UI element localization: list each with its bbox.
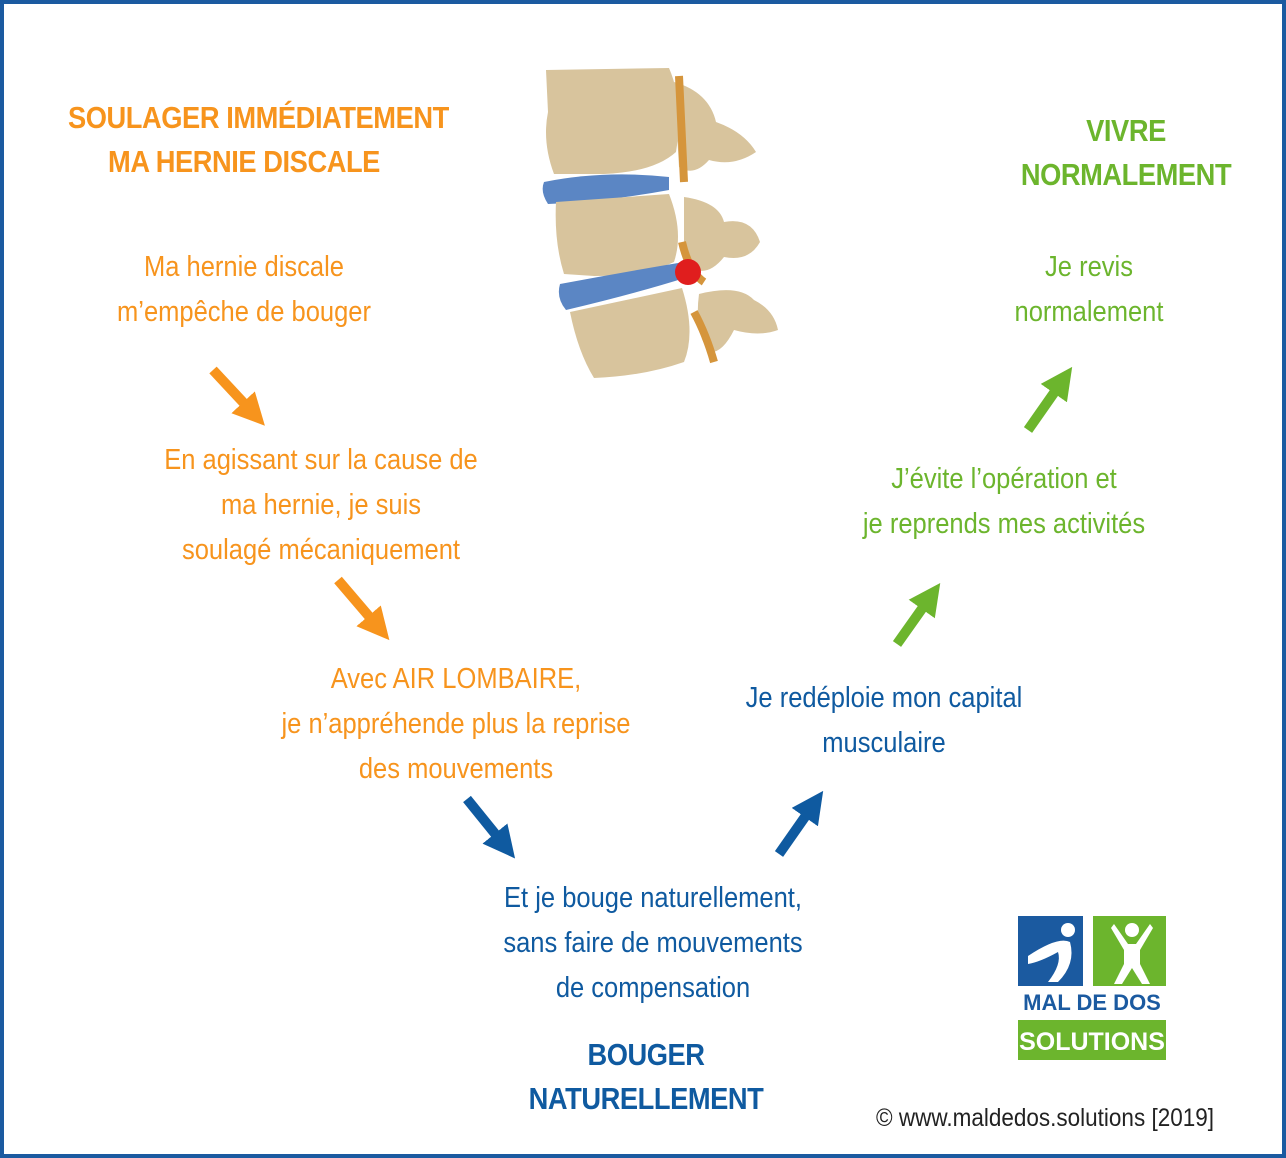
relieve-step-2-line-3: soulagé mécaniquement [181,534,461,566]
relieve-step-1-line-1: Ma hernie discale [143,251,345,283]
relieve-step-3-line-3: des mouvements [358,753,554,785]
flow-arrows [209,366,1073,859]
move-step-2: Je redéploie mon capital musculaire [708,676,1060,766]
lumbar-spine-illustration-icon [542,68,778,378]
mal-de-dos-solutions-logo: MAL DE DOS SOLUTIONS [1018,916,1166,1062]
arrow-icon-blue-2 [774,790,824,857]
logo-figures-icon: MAL DE DOS SOLUTIONS [1018,916,1166,1060]
arrow-icon-orange-1 [209,366,265,426]
live-step-2: Je revis normalement [957,245,1221,335]
arrow-icon-orange-2 [334,576,390,641]
live-step-2-line-1: Je revis [1045,251,1133,283]
relieve-step-1: Ma hernie discale m’empêche de bouger [86,245,403,335]
move-step-1-line-3: de compensation [555,972,751,1004]
logo-line-1: MAL DE DOS [1023,990,1161,1015]
move-step-2-line-2: musculaire [822,727,946,759]
live-step-1: J’évite l’opération et je reprends mes a… [828,457,1180,547]
arrow-icon-blue-1 [463,795,516,859]
move-title: BOUGER NATURELLEMENT [488,1033,805,1121]
live-title: VIVRE NORMALEMENT [994,109,1258,197]
move-title-line-2: NATURELLEMENT [528,1081,764,1116]
move-step-1: Et je bouge naturellement, sans faire de… [468,876,838,1011]
logo-line-2: SOLUTIONS [1019,1028,1165,1056]
relieve-step-2-line-1: En agissant sur la cause de [164,444,478,476]
relieve-step-3-line-1: Avec AIR LOMBAIRE, [330,663,582,695]
live-title-line-1: VIVRE [1086,113,1166,148]
move-step-1-line-2: sans faire de mouvements [503,927,803,959]
move-step-2-line-1: Je redéploie mon capital [745,682,1023,714]
arrow-icon-green-1 [892,582,941,647]
live-step-2-line-2: normalement [1014,296,1164,328]
relieve-title-line-2: MA HERNIE DISCALE [108,144,380,179]
relieve-step-3: Avec AIR LOMBAIRE, je n’appréhende plus … [254,657,659,792]
live-step-1-line-2: je reprends mes activités [862,508,1146,540]
move-title-line-1: BOUGER [587,1037,705,1072]
relieve-step-1-line-2: m’empêche de bouger [117,296,371,328]
relieve-title-line-1: SOULAGER IMMÉDIATEMENT [68,100,449,135]
live-title-line-2: NORMALEMENT [1020,157,1232,192]
relieve-step-2: En agissant sur la cause de ma hernie, j… [145,438,497,573]
relieve-step-2-line-2: ma hernie, je suis [220,489,422,521]
move-step-1-line-1: Et je bouge naturellement, [504,882,802,914]
arrow-icon-green-2 [1023,366,1073,433]
relieve-title: SOULAGER IMMÉDIATEMENT MA HERNIE DISCALE [68,96,449,184]
relieve-step-3-line-2: je n’appréhende plus la reprise [281,708,631,740]
copyright-text: © www.maldedos.solutions [2019] [876,1104,1215,1132]
live-step-1-line-1: J’évite l’opération et [891,463,1117,495]
